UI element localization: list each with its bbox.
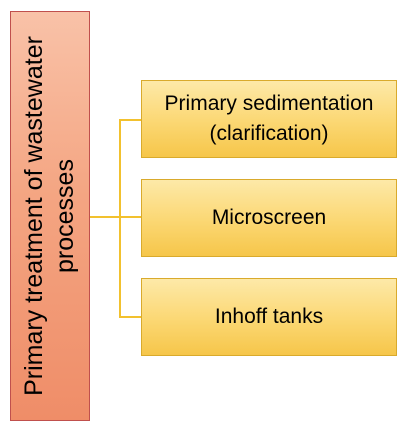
child-node-primary-sedimentation: Primary sedimentation (clarification) <box>141 80 397 158</box>
connector-branch-3 <box>119 316 141 318</box>
connector-spine <box>119 119 121 317</box>
child-node-label: Inhoff tanks <box>214 305 324 328</box>
root-node-label: Primary treatment of wastewater processe… <box>20 36 79 396</box>
connector-branch-1 <box>119 119 141 121</box>
connector-branch-2 <box>119 216 141 218</box>
root-node: Primary treatment of wastewater processe… <box>10 11 90 421</box>
child-node-inhoff-tanks: Inhoff tanks <box>141 278 397 356</box>
child-node-microscreen: Microscreen <box>141 179 397 257</box>
child-node-label: Microscreen <box>211 206 327 229</box>
connector-trunk <box>90 216 120 218</box>
child-node-label: Primary sedimentation (clarification) <box>164 92 374 145</box>
